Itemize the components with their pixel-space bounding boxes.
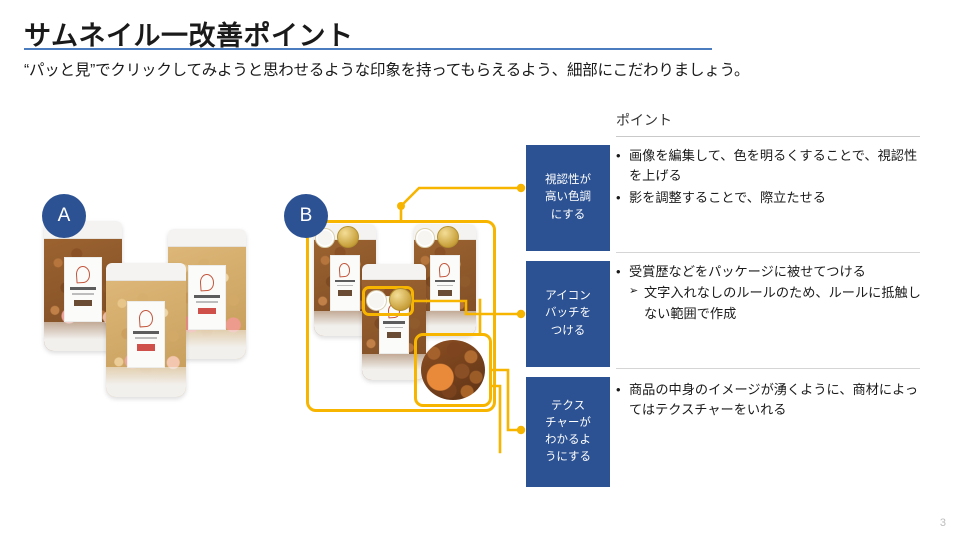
title-underline [24,48,712,50]
point-label-box-3: テクスチャーがわかるようにする [526,377,610,487]
brand-wordmark [132,331,160,334]
brand-wordmark [334,279,356,283]
bullet-text: 影を調整することで、際立たせる [629,189,826,205]
bullet-dot-icon: • [616,264,621,279]
bullet-text: 画像を編集して、色を明るくすることで、視認性を上げる [629,148,918,184]
award-badge-gold-icon [389,288,412,311]
label-flavor-tag [386,332,402,339]
bullet-text: 受賞歴などをパッケージに被せてつける [629,264,866,279]
bullet-item: • 商品の中身のイメージが湧くように、商材によってはテクスチャーをいれる [616,380,928,421]
pouch-top-seal [106,263,186,282]
award-badge-cluster-b2 [415,226,459,248]
point-label-text-3: テクスチャーがわかるようにする [544,399,592,464]
bullet-text: 商品の中身のイメージが湧くように、商材によってはテクスチャーをいれる [629,382,919,418]
page-subtitle: “パッと見”でクリックしてみようと思わせるような印象を持ってもらえるよう、細部に… [24,62,750,79]
bullet-dot-icon: • [616,148,621,163]
brand-droplet-icon [199,273,215,292]
texture-closeup-inset [421,340,485,400]
bullet-dot-icon: • [616,382,621,397]
bullet-item: ➢ 文字入れなしのルールのため、ルールに抵触しない範囲で作成 [616,283,928,324]
callout-frame-badges [362,286,414,316]
point-label-box-2: アイコンバッチをつける [526,261,610,367]
award-badge-white-icon [415,228,435,248]
award-badge-cluster-b1 [315,226,359,248]
brand-wordmark [434,279,456,283]
page-title: サムネイル一改善ポイント [24,21,354,51]
point-section-divider-1 [616,252,920,253]
label-subtext [72,293,94,295]
point-label-box-1: 視認性が高い色調にする [526,145,610,251]
variant-badge-b-label: B [299,205,313,226]
bullet-text: 文字入れなしのルールのため、ルールに抵触しない範囲で作成 [644,285,921,321]
brand-wordmark [69,287,97,290]
label-subtext [385,326,403,329]
award-badge-cluster-b3 [366,288,412,311]
page-number: 3 [939,517,946,529]
callout-frame-whole-image [306,220,496,412]
point-label-text-1: 視認性が高い色調にする [545,174,591,221]
connector-endpoint-1 [516,183,526,193]
pouch-front-label [64,257,102,323]
label-flavor-tag [437,290,453,296]
pouch-top-seal [168,229,246,247]
bullet-item: • 影を調整することで、際立たせる [616,188,928,208]
connector-endpoint-2 [516,309,526,319]
label-flavor-tag [136,343,156,351]
bullet-dot-icon: • [616,189,621,205]
point-column-header: ポイント [616,112,672,128]
pouch-front-label [378,296,410,355]
callout-frame-texture [414,333,492,407]
point-label-text-2: アイコンバッチをつける [545,290,591,337]
point-bullets-3: • 商品の中身のイメージが湧くように、商材によってはテクスチャーをいれる [616,380,928,422]
brand-droplet-icon [138,309,154,328]
award-badge-gold-icon [337,226,359,248]
award-badge-white-icon [366,290,387,311]
label-subtext [436,284,454,287]
label-subtext [135,337,157,339]
label-flavor-tag [337,290,353,296]
label-subtext [196,301,218,303]
product-photo-group-a [40,215,270,405]
label-flavor-tag [197,307,217,315]
point-section-divider-2 [616,368,920,369]
variant-badge-b: B [284,194,328,238]
pouch-top-seal [362,264,426,281]
pouch-front-label [330,255,360,312]
bullet-arrow-icon: ➢ [629,285,639,298]
bullet-item: • 受賞歴などをパッケージに被せてつける [616,262,928,282]
brand-droplet-icon [75,265,91,284]
point-column-header-rule [616,136,920,137]
connector-line-1 [399,186,523,222]
pouch-base [106,366,186,397]
label-subtext [336,284,354,287]
variant-badge-a: A [42,194,86,238]
point-bullets-1: • 画像を編集して、色を明るくすることで、視認性を上げる • 影を調整することで、際立… [616,146,928,209]
brand-wordmark [383,321,405,324]
variant-badge-a-label: A [57,205,71,226]
product-pouch-a3 [106,263,186,397]
pouch-front-label [188,265,226,331]
award-badge-gold-icon [437,226,459,248]
label-flavor-tag [73,299,93,307]
point-bullets-2: • 受賞歴などをパッケージに被せてつける ➢ 文字入れなしのルールのため、ルールに抵触… [616,262,928,325]
pouch-front-label [126,300,166,368]
connector-endpoint-3 [516,425,526,435]
connector-line-3 [490,368,523,432]
bullet-item: • 画像を編集して、色を明るくすることで、視認性を上げる [616,146,928,187]
brand-wordmark [193,295,221,298]
connector-joint-1 [397,202,405,210]
award-badge-white-icon [315,228,335,248]
